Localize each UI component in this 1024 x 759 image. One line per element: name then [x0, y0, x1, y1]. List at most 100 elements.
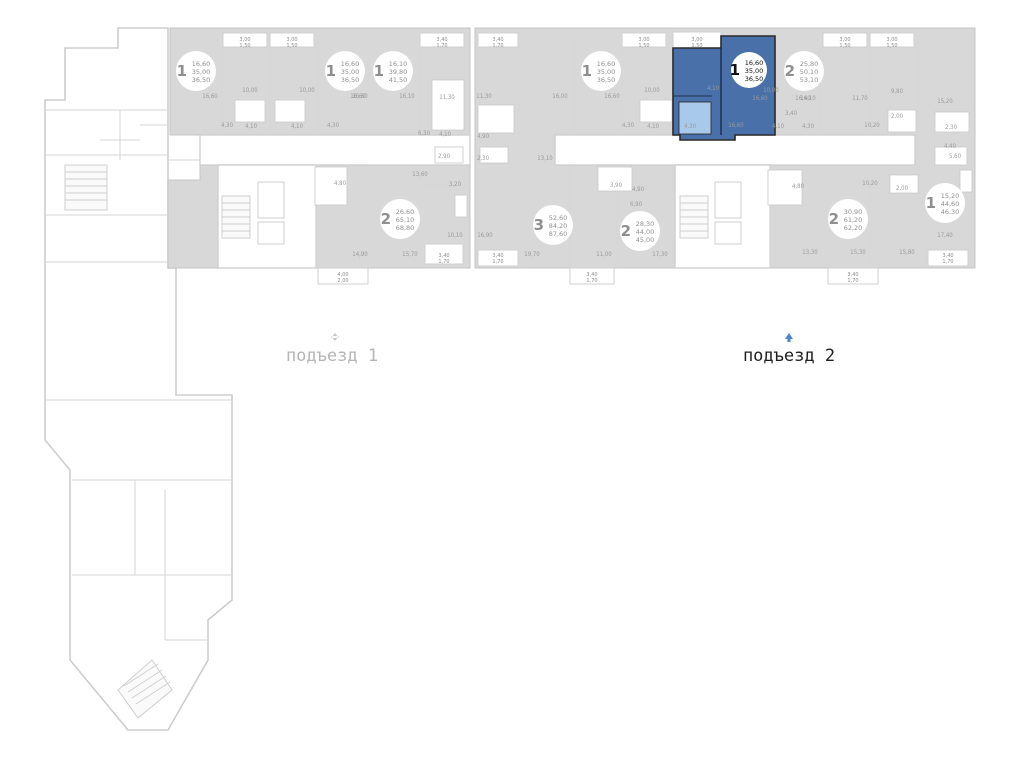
- room-area-label: 16,60: [352, 93, 368, 100]
- apartment-total-area: 65,10: [396, 216, 415, 224]
- apartment-living-area: 16,10: [389, 60, 408, 68]
- room-area-label: 17,40: [937, 232, 953, 239]
- apartment-total-area: 35,00: [745, 67, 764, 75]
- balcony-area-label: 3,00: [839, 37, 850, 43]
- room-area-label: 17,30: [652, 251, 668, 258]
- balcony-area-label: 3,40: [436, 37, 447, 43]
- room-area-label: 16,60: [350, 93, 366, 100]
- room-area-label: 4,40: [944, 143, 957, 150]
- room-area-label: 3,20: [449, 181, 462, 188]
- apartment-rooms: 1: [177, 62, 187, 80]
- balcony-area-label: 1,70: [492, 43, 503, 49]
- room-area-label: 10,00: [763, 87, 779, 94]
- balcony-area-label: 3,40: [438, 253, 449, 259]
- apartment-total-area: 44,00: [636, 228, 655, 236]
- apartment-rooms: 1: [926, 194, 936, 212]
- balcony-area-label: 3,00: [691, 37, 702, 43]
- balcony-area-label: 1,70: [438, 259, 449, 265]
- balcony-area-label: 1,70: [436, 43, 447, 49]
- room-area-label: 2,30: [945, 124, 958, 131]
- room-area-label: 6,90: [630, 201, 643, 208]
- balcony-area-label: 1,50: [691, 43, 702, 49]
- balcony-area-label: 1,50: [886, 43, 897, 49]
- room-area-label: 9,80: [891, 88, 904, 95]
- apartment-total-area: 61,20: [844, 216, 863, 224]
- balcony-area-label: 1,50: [638, 43, 649, 49]
- entrance-2-arrow-icon: [785, 333, 793, 339]
- entrance-2-label[interactable]: подъезд 2: [743, 346, 835, 366]
- room-area-label: 11,30: [439, 94, 455, 101]
- room-area-label: 3,40: [785, 110, 798, 117]
- room-area-label: 10,00: [299, 87, 315, 94]
- stairs-1: [221, 181, 285, 245]
- room-area-label: 14,10: [800, 95, 816, 102]
- apartment-rooms: 1: [730, 61, 740, 79]
- room-area-label: 5,60: [949, 153, 962, 160]
- apartment-full-area: 41,50: [389, 76, 408, 84]
- balcony-area-label: 1,70: [492, 259, 503, 265]
- room-area-label: 4,10: [647, 123, 660, 130]
- apartment-rooms: 1: [582, 62, 592, 80]
- apartment-full-area: 46,30: [941, 208, 960, 216]
- apartment-living-area: 30,90: [844, 208, 863, 216]
- apartment-full-area: 68,80: [396, 224, 415, 232]
- room-area-label: 16,60: [795, 95, 811, 102]
- room-area-label: 10,10: [447, 232, 463, 239]
- room-area-label: 6,30: [418, 130, 431, 137]
- balcony-area-label: 1,50: [839, 43, 850, 49]
- selected-room-label: 4,30: [684, 123, 697, 130]
- entrance-1-label[interactable]: подъезд 1: [286, 346, 378, 366]
- room-area-label: 11,30: [476, 93, 492, 100]
- room-area-label: 16,90: [477, 232, 493, 239]
- apartment-full-area: 36,50: [192, 76, 211, 84]
- apartment-rooms: 1: [326, 62, 336, 80]
- room-area-label: 13,60: [412, 171, 428, 178]
- entrance-1-arrow-icon: [331, 333, 339, 341]
- left-stairs: [64, 164, 108, 211]
- room-area-label: 10,20: [864, 122, 880, 129]
- apartment-rooms: 2: [785, 62, 795, 80]
- apartment-full-area: 36,50: [597, 76, 616, 84]
- room-area-label: 3,90: [610, 182, 623, 189]
- apartment-total-area: 44,60: [941, 200, 960, 208]
- room-area-label: 4,80: [792, 183, 805, 190]
- balcony-area-label: 1,70: [847, 278, 858, 284]
- balcony-area-label: 3,40: [586, 272, 597, 278]
- apartment-total-area: 35,00: [192, 68, 211, 76]
- apartment-total-area: 50,10: [800, 68, 819, 76]
- balcony-area-label: 1,50: [286, 43, 297, 49]
- apartment-rooms: 2: [829, 210, 839, 228]
- room-area-label: 15,20: [937, 98, 953, 105]
- room-area-label: 4,90: [477, 133, 490, 140]
- room-area-label: 16,10: [399, 93, 415, 100]
- room-area-label: 14,90: [352, 251, 368, 258]
- balcony-area-label: 2,00: [337, 278, 348, 284]
- balcony-area-label: 3,40: [847, 272, 858, 278]
- apartment-living-area: 16,60: [597, 60, 616, 68]
- balcony-area-label: 1,50: [239, 43, 250, 49]
- apartment-living-area: 16,60: [341, 60, 360, 68]
- room-area-label: 4,80: [334, 180, 347, 187]
- room-area-label: 13,30: [802, 249, 818, 256]
- room-area-label: 4,90: [632, 186, 645, 193]
- balcony-area-label: 3,00: [286, 37, 297, 43]
- room-area-label: 15,30: [850, 249, 866, 256]
- room-area-label: 19,70: [524, 251, 540, 258]
- apartment-living-area: 52,60: [549, 214, 568, 222]
- room-area-label: 11,00: [596, 251, 612, 258]
- apartment-total-area: 35,00: [341, 68, 360, 76]
- apartment-total-area: 84,20: [549, 222, 568, 230]
- balcony-area-label: 4,00: [337, 272, 348, 278]
- apartment-rooms: 3: [534, 216, 544, 234]
- apartment-rooms: 2: [621, 222, 631, 240]
- room-area-label: 2,00: [896, 185, 909, 192]
- selected-apartment[interactable]: [672, 31, 776, 141]
- room-area-label: 16,60: [604, 93, 620, 100]
- room-area-label: 4,10: [291, 123, 304, 130]
- balcony-area-label: 3,40: [942, 253, 953, 259]
- room-area-label: 4,10: [245, 123, 258, 130]
- area-circles: [176, 51, 965, 251]
- apartment-living-area: 16,60: [745, 59, 764, 67]
- balcony-area-label: 1,70: [942, 259, 953, 265]
